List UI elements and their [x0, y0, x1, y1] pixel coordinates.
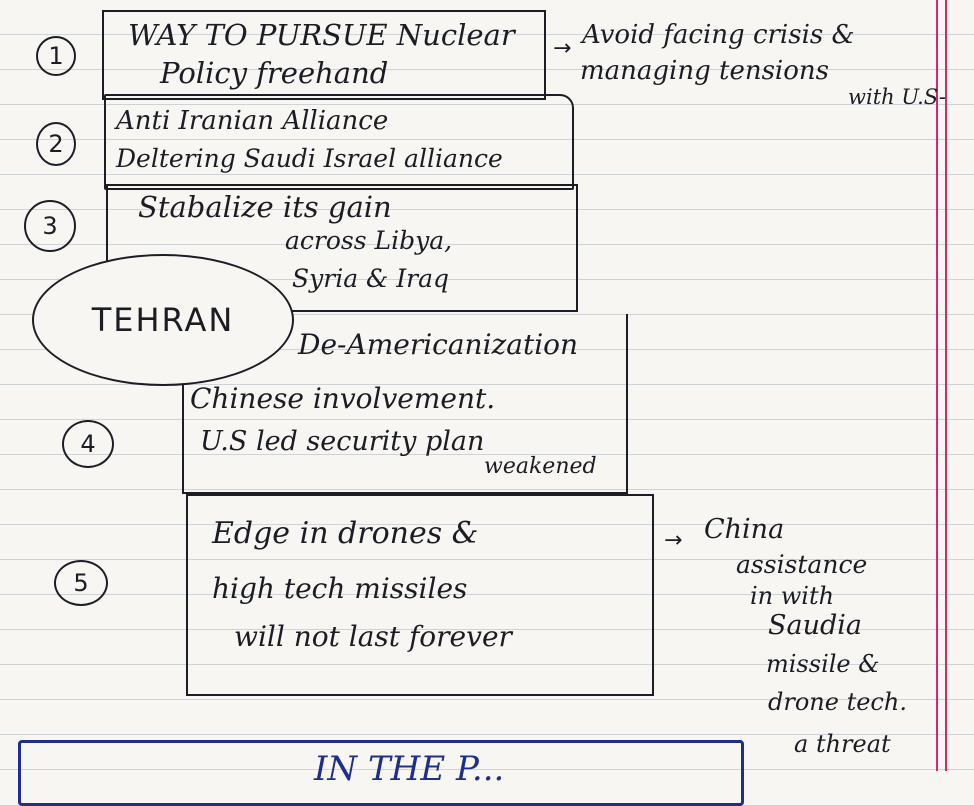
arrow-1: → [553, 36, 572, 61]
item-3-line-3: Syria & Iraq [292, 264, 449, 293]
item-2-line-2: Deltering Saudi Israel alliance [116, 144, 503, 173]
side-note-1-line-1: Avoid facing crisis & [582, 20, 855, 50]
number-4-label: 4 [80, 430, 96, 458]
side-note-2-line-3: in with [750, 582, 835, 610]
margin-line [936, 0, 938, 771]
item-5-box [186, 494, 654, 696]
item-1-box [102, 10, 546, 100]
number-5-circle: 5 [54, 560, 108, 606]
margin-line [945, 0, 947, 771]
tehran-label: TEHRAN [91, 301, 235, 339]
side-note-2-line-7: a threat [794, 730, 891, 758]
item-3-line-1: Stabalize its gain [138, 190, 392, 224]
item-2-line-1: Anti Iranian Alliance [116, 106, 389, 136]
side-note-2-line-5: missile & [766, 650, 880, 678]
item-5-line-2: high tech missiles [212, 572, 468, 605]
number-4-circle: 4 [62, 420, 114, 468]
number-1-label: 1 [48, 42, 64, 70]
number-3-label: 3 [42, 212, 58, 240]
item-3-line-2: across Libya, [285, 226, 453, 255]
side-note-2-line-1: China [704, 514, 785, 545]
item-4-line-1: Chinese involvement. [190, 382, 496, 415]
item-4-heading: De-Americanization [298, 328, 579, 361]
item-2-box [104, 94, 574, 190]
side-note-1-line-2: managing tensions [580, 56, 829, 86]
footer-heading-text: IN THE P... [314, 749, 505, 789]
number-2-circle: 2 [36, 122, 76, 166]
number-3-circle: 3 [24, 200, 76, 252]
tehran-ellipse: TEHRAN [32, 254, 294, 386]
item-1-line-1: WAY TO PURSUE Nuclear [128, 18, 515, 52]
item-5-line-1: Edge in drones & [212, 516, 479, 551]
item-4-box [182, 314, 628, 494]
side-note-2-line-4: Saudia [768, 610, 862, 641]
side-note-1-line-3: with U.S- [848, 85, 947, 109]
number-2-label: 2 [48, 130, 64, 158]
item-1-line-2: Policy freehand [160, 56, 389, 90]
number-5-label: 5 [73, 569, 89, 597]
item-4-line-2: U.S led security plan [200, 426, 485, 457]
item-4-line-3: weakened [484, 454, 597, 479]
item-3-box [106, 184, 578, 312]
number-1-circle: 1 [36, 36, 76, 76]
side-note-2-line-2: assistance [736, 550, 868, 579]
item-5-line-3: will not last forever [234, 620, 512, 653]
arrow-2: → [664, 528, 683, 553]
side-note-2-line-6: drone tech. [768, 688, 907, 716]
